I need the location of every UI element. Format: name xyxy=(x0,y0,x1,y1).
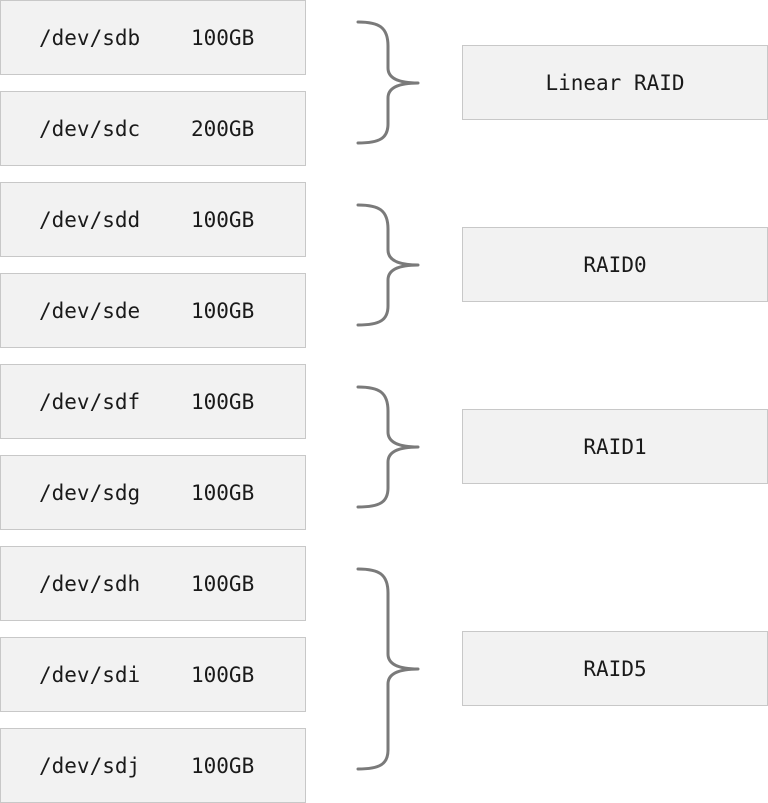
disk-size-label: 100GB xyxy=(191,571,255,596)
brace-raid5 xyxy=(356,567,420,771)
disk-device-label: /dev/sde xyxy=(39,298,141,323)
disk-box-sdf: /dev/sdf 100GB xyxy=(0,364,306,439)
disk-device-label: /dev/sdj xyxy=(39,753,141,778)
raid-box-raid0: RAID0 xyxy=(462,227,768,302)
disk-size-label: 100GB xyxy=(191,207,255,232)
disk-size-label: 100GB xyxy=(191,389,255,414)
disk-device-label: /dev/sdd xyxy=(39,207,141,232)
disk-box-sdc: /dev/sdc 200GB xyxy=(0,91,306,166)
disk-size-label: 100GB xyxy=(191,480,255,505)
raid-box-linear: Linear RAID xyxy=(462,45,768,120)
raid-label: RAID0 xyxy=(583,252,647,277)
raid-box-raid1: RAID1 xyxy=(462,409,768,484)
disk-size-label: 100GB xyxy=(191,753,255,778)
brace-raid1 xyxy=(356,385,420,509)
disk-box-sde: /dev/sde 100GB xyxy=(0,273,306,348)
disk-device-label: /dev/sdf xyxy=(39,389,141,414)
raid-label: RAID5 xyxy=(583,656,647,681)
disk-size-label: 100GB xyxy=(191,662,255,687)
disk-box-sdd: /dev/sdd 100GB xyxy=(0,182,306,257)
disk-device-label: /dev/sdc xyxy=(39,116,141,141)
raid-box-raid5: RAID5 xyxy=(462,631,768,706)
disk-box-sdi: /dev/sdi 100GB xyxy=(0,637,306,712)
disk-device-label: /dev/sdb xyxy=(39,25,141,50)
disk-size-label: 200GB xyxy=(191,116,255,141)
disk-box-sdh: /dev/sdh 100GB xyxy=(0,546,306,621)
brace-linear-raid xyxy=(356,20,420,145)
disk-box-sdb: /dev/sdb 100GB xyxy=(0,0,306,75)
disk-box-sdg: /dev/sdg 100GB xyxy=(0,455,306,530)
disk-device-label: /dev/sdh xyxy=(39,571,141,596)
disk-box-sdj: /dev/sdj 100GB xyxy=(0,728,306,803)
disk-size-label: 100GB xyxy=(191,25,255,50)
raid-label: RAID1 xyxy=(583,434,647,459)
brace-raid0 xyxy=(356,203,420,327)
disk-device-label: /dev/sdi xyxy=(39,662,141,687)
disk-size-label: 100GB xyxy=(191,298,255,323)
disk-device-label: /dev/sdg xyxy=(39,480,141,505)
raid-label: Linear RAID xyxy=(545,70,685,95)
